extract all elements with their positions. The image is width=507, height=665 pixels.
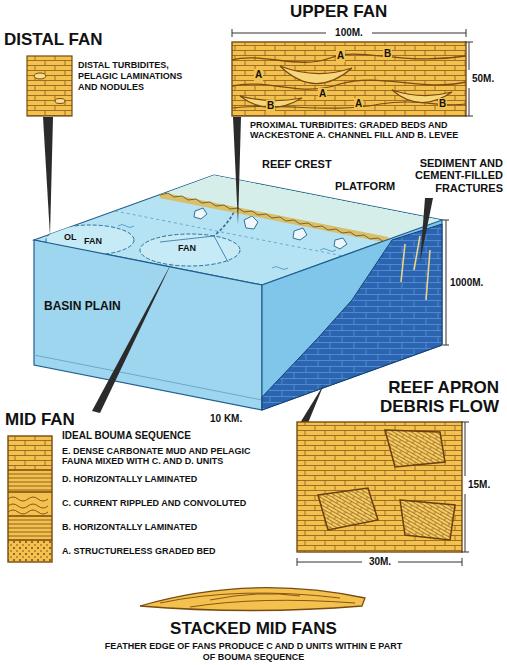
feature-label: FAN — [178, 244, 196, 253]
bouma-unit: D. HORIZONTALLY LAMINATED — [62, 474, 267, 484]
bouma-unit: C. CURRENT RIPPLED AND CONVOLUTED — [62, 498, 267, 508]
bed-letter: A — [318, 88, 327, 100]
fracture — [401, 236, 430, 300]
water-front-face — [34, 240, 262, 410]
panel-caption: PROXIMAL TURBIDITES: GRADED BEDS AND WAC… — [250, 120, 498, 141]
dimension-label: 15M. — [468, 479, 490, 491]
bouma-unit: B. HORIZONTALLY LAMINATED — [62, 522, 267, 532]
feature-label: SEDIMENT AND CEMENT-FILLED FRACTURES — [405, 157, 503, 194]
strata-column — [27, 56, 72, 116]
column-outline — [8, 436, 52, 562]
bed-letter: A — [254, 69, 263, 81]
dimension-label: 1000M. — [450, 277, 483, 289]
unit-b — [8, 516, 52, 540]
nodule — [34, 73, 46, 79]
feature-label: REEF CREST — [262, 158, 332, 171]
reef-apron-section — [297, 422, 469, 566]
nodule — [55, 99, 65, 104]
lamination — [8, 520, 52, 536]
strata-panel — [232, 42, 466, 116]
platform-top — [160, 175, 442, 240]
dimension-label: 100M. — [335, 27, 363, 39]
sequence-heading: IDEAL BOUMA SEQUENCE — [62, 430, 267, 442]
dimension-label: 50M. — [472, 73, 494, 85]
panel-heading: REEF APRON DEBRIS FLOW — [364, 378, 499, 416]
panel-outline — [232, 42, 466, 116]
channel-fill — [280, 66, 352, 84]
bouma-unit: E. DENSE CARBONATE MUD AND PELAGIC FAUNA… — [62, 446, 267, 467]
panel-caption: DISTAL TURBIDITES, PELAGIC LAMINATIONS A… — [78, 60, 198, 92]
block-diagram — [34, 175, 449, 410]
basin-floor — [34, 355, 262, 400]
bed-letter: A — [354, 98, 363, 110]
panel-node: UPPER FAN PROXIMAL TURBIDITES: GRADED BED… — [228, 2, 500, 143]
pointers — [43, 117, 433, 423]
ripple — [8, 497, 48, 514]
pointer-wedge — [43, 117, 53, 236]
pointer-wedge — [92, 262, 172, 413]
panel-heading: MID FAN — [5, 410, 105, 430]
fan-channel — [160, 236, 228, 262]
boulder — [244, 216, 258, 229]
unit-a — [8, 540, 52, 562]
dimension-line — [461, 422, 469, 552]
dimension-label: 10 KM. — [210, 413, 242, 425]
bouma-unit: A. STRUCTURELESS GRADED BED — [62, 546, 267, 556]
panel-node: DISTAL FAN DISTAL TURBIDITES, PELAGIC LAM… — [4, 30, 200, 95]
panel-heading: DISTAL FAN — [4, 30, 194, 50]
strata-panel — [297, 422, 462, 552]
unit-boundary — [8, 470, 52, 540]
panel-node: MID FANIDEAL BOUMA SEQUENCE E. DENSE CARB… — [4, 408, 269, 559]
feature-label: FAN — [84, 237, 102, 246]
feature-label: OL — [64, 233, 77, 242]
bed-letter: B — [383, 48, 392, 60]
panel-heading: UPPER FAN — [290, 2, 490, 22]
dimension-line — [443, 220, 449, 345]
bouma-column — [8, 436, 52, 562]
unit-e — [8, 436, 52, 470]
bed-letter: B — [266, 100, 275, 112]
pointer-wedge — [420, 198, 433, 262]
panel-node: REEF APRON DEBRIS FLOW — [290, 376, 501, 419]
panel-node: STACKED MID FANSFEATHER EDGE OF FANS PRO… — [100, 575, 409, 665]
distal-column — [27, 56, 72, 116]
feature-label: BASIN PLAIN — [44, 300, 121, 314]
pointer-wedge — [300, 384, 324, 423]
dimension-label: 30M. — [369, 556, 391, 568]
stacked-fans — [140, 588, 365, 611]
unit-c — [8, 492, 52, 516]
bed-letter: A — [336, 50, 345, 62]
lamination — [8, 474, 52, 490]
boulder — [194, 208, 207, 219]
fan-lens — [140, 588, 365, 611]
boulder — [293, 228, 307, 240]
fan-lobe — [140, 234, 240, 266]
boulder — [334, 238, 347, 249]
pointer-wedge — [233, 117, 241, 225]
debris-block — [318, 488, 378, 530]
fan-layer — [160, 593, 355, 607]
panel-caption: FEATHER EDGE OF FANS PRODUCE C AND D UNI… — [100, 641, 407, 663]
upper-fan-section — [232, 29, 473, 116]
bed-boundary — [232, 54, 466, 62]
bed-letter: B — [438, 98, 447, 110]
reef-crest-texture — [160, 193, 384, 242]
dimension-line — [465, 42, 473, 116]
debris-block — [385, 430, 445, 467]
debris-block — [400, 500, 455, 540]
panel-heading: STACKED MID FANS — [100, 619, 407, 639]
unit-d — [8, 470, 52, 492]
feature-label: PLATFORM — [335, 180, 395, 193]
bed-boundary — [232, 80, 466, 89]
